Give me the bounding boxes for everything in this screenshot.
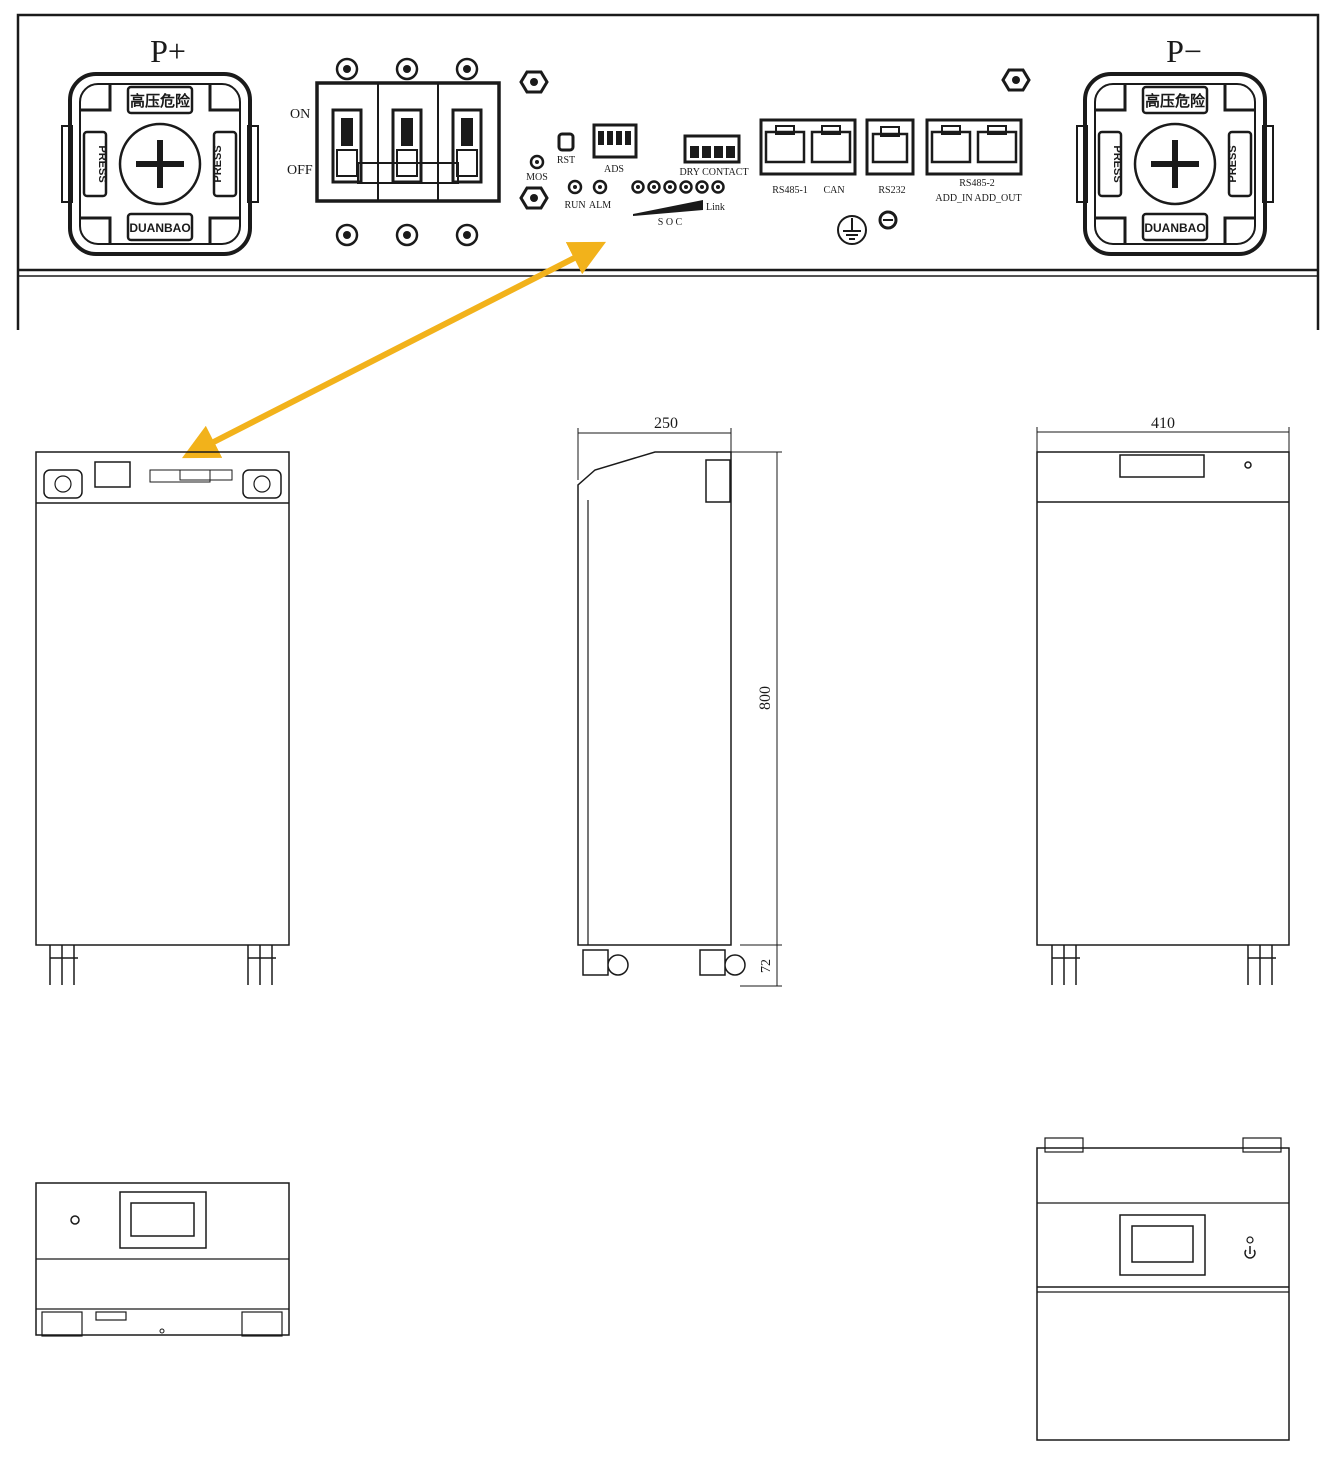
positive-terminal-press-right: PRESS	[212, 145, 224, 182]
breaker-screw-top-2	[395, 57, 419, 81]
breaker-screw-top-1	[335, 57, 359, 81]
zoom-arrow	[181, 241, 607, 459]
rs485-2-ports[interactable]	[925, 118, 1023, 176]
soc-wedge	[633, 200, 703, 216]
negative-terminal-brand: DUANBAO	[1144, 221, 1205, 235]
soc-led-5	[695, 180, 709, 194]
can-label: CAN	[823, 185, 844, 196]
mount-nut-3	[1001, 68, 1031, 92]
breaker-screw-bottom-1	[335, 223, 359, 247]
side-depth-label: 250	[654, 415, 678, 432]
wheel-height-label: 72	[759, 959, 774, 973]
mount-nut-2	[519, 186, 549, 210]
ads-dip-switch[interactable]	[592, 123, 638, 159]
back-width-label: 410	[1151, 415, 1175, 432]
side-view: 250 800 72	[577, 415, 782, 987]
rs232-port[interactable]	[865, 118, 915, 176]
breaker-screw-top-3	[455, 57, 479, 81]
breaker-pole-2	[391, 108, 423, 184]
dry-contact-connector[interactable]	[683, 134, 741, 164]
rs485-1-label: RS485-1	[772, 185, 808, 196]
dry-contact-label: DRY CONTACT	[679, 167, 748, 178]
alm-label: ALM	[589, 200, 611, 211]
soc-led-2	[647, 180, 661, 194]
mos-indicator	[529, 154, 545, 170]
back-view: 410	[1036, 415, 1290, 985]
soc-label: S O C	[658, 217, 683, 228]
run-indicator	[567, 179, 583, 195]
negative-terminal-press-left: PRESS	[1111, 145, 1123, 182]
breaker-screw-bottom-2	[395, 223, 419, 247]
positive-terminal-brand: DUANBAO	[129, 221, 190, 235]
rear-panel-view	[1036, 1137, 1290, 1441]
soc-led-4	[679, 180, 693, 194]
add-in-label: ADD_IN	[935, 193, 972, 204]
side-height-label: 800	[757, 686, 774, 710]
breaker-screw-bottom-3	[455, 223, 479, 247]
rs485-2-label: RS485-2	[959, 178, 995, 189]
breaker-on-label: ON	[290, 107, 310, 122]
rst-label: RST	[557, 155, 575, 166]
breaker-pole-3	[451, 108, 483, 184]
run-label: RUN	[564, 200, 585, 211]
add-out-label: ADD_OUT	[974, 193, 1021, 204]
breaker: ON OFF	[287, 57, 501, 247]
positive-terminal-press-left: PRESS	[96, 145, 108, 182]
breaker-pole-1	[331, 108, 363, 184]
ground-icon	[837, 215, 867, 245]
negative-terminal-warning: 高压危险	[1145, 92, 1206, 110]
ground-screw	[878, 210, 898, 230]
negative-terminal-label: P−	[1166, 33, 1202, 69]
mount-nut-1	[519, 70, 549, 94]
rst-button[interactable]	[557, 132, 575, 152]
rs485-1-can-ports[interactable]	[759, 118, 857, 176]
negative-terminal: P− 高压危险 DUANBAO PRESS PRESS	[1076, 33, 1274, 256]
zoomed-control-panel: P+ 高压危险 DUANBAO PRESS PRESS ON OFF	[16, 13, 1320, 330]
link-label: Link	[706, 202, 725, 213]
negative-terminal-press-right: PRESS	[1227, 145, 1239, 182]
ads-label: ADS	[604, 164, 624, 175]
soc-led-1	[631, 180, 645, 194]
positive-terminal-warning: 高压危险	[130, 92, 191, 110]
soc-led-link	[711, 180, 725, 194]
top-view	[35, 1182, 290, 1337]
soc-led-3	[663, 180, 677, 194]
front-view	[35, 451, 290, 985]
alm-indicator	[592, 179, 608, 195]
positive-terminal: P+ 高压危险 DUANBAO PRESS PRESS	[61, 33, 259, 256]
breaker-off-label: OFF	[287, 163, 313, 178]
positive-terminal-label: P+	[150, 33, 186, 69]
rs232-label: RS232	[878, 185, 905, 196]
mos-label: MOS	[526, 172, 548, 183]
